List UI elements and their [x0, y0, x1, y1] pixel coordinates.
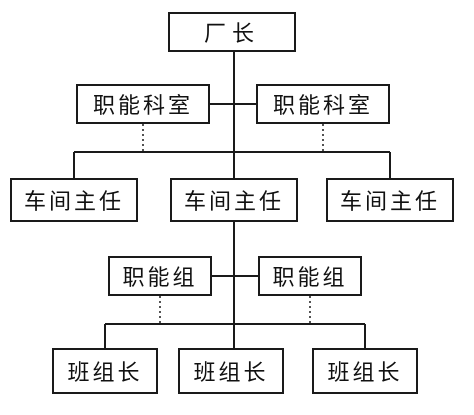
team-leader-left-box: 班组长	[52, 348, 158, 394]
workshop-director-center-box: 车间主任	[170, 178, 298, 222]
functional-group-right-box: 职能组	[258, 256, 362, 296]
functional-office-left-box: 职能科室	[76, 84, 210, 124]
functional-office-right-box: 职能科室	[256, 84, 390, 124]
workshop-director-left-box: 车间主任	[10, 178, 138, 222]
workshop-director-right-box: 车间主任	[326, 178, 454, 222]
team-leader-right-box: 班组长	[312, 348, 418, 394]
team-leader-center-box: 班组长	[178, 348, 284, 394]
factory-director-box: 厂长	[168, 12, 296, 52]
functional-group-left-box: 职能组	[108, 256, 212, 296]
